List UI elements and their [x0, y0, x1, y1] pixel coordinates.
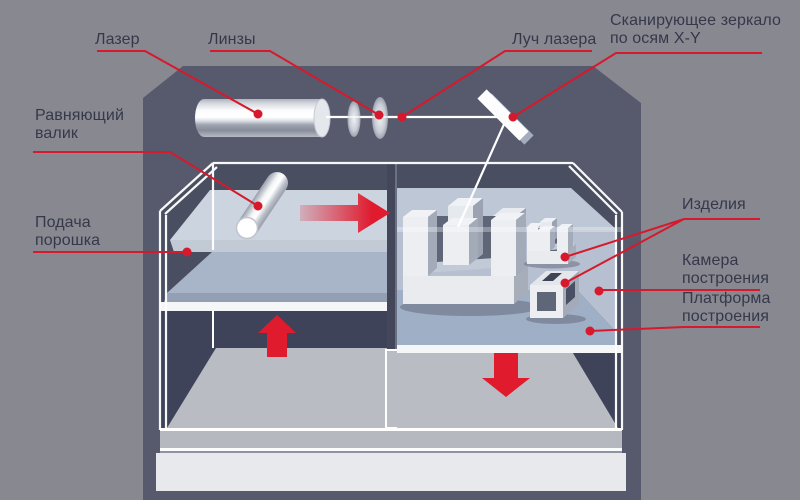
supply-floor — [167, 348, 387, 428]
lens-1 — [347, 101, 361, 137]
powder-bed-surface — [167, 252, 387, 293]
powder-bed-edge — [164, 293, 387, 302]
powder-top-surface — [170, 190, 387, 240]
powder-level-line — [397, 227, 622, 232]
scanning-mirror — [477, 89, 534, 145]
product-small — [524, 218, 580, 269]
label-mirror: Сканирующее зеркало по осям X-Y — [610, 12, 782, 47]
callout-dots — [182, 109, 604, 336]
supply-piston-plate — [160, 302, 387, 311]
supply-void — [160, 311, 387, 428]
supply-chamber — [160, 190, 387, 428]
label-lenses: Линзы — [208, 31, 256, 48]
label-build-chamber: Камера построения — [682, 252, 770, 287]
label-laser: Лазер — [95, 31, 140, 48]
product-large — [400, 198, 540, 316]
callout-lines — [33, 50, 762, 332]
label-beam: Луч лазера — [512, 31, 597, 48]
build-floor-shadow — [573, 353, 622, 428]
label-roller: Равняющий валик — [35, 107, 124, 142]
reflected-beam — [456, 121, 507, 228]
label-build-platform: Платформа построения — [682, 290, 771, 325]
divider-wall — [385, 164, 399, 429]
label-powder-feed: Подача порошка — [35, 214, 101, 249]
build-piston-plate — [397, 345, 622, 353]
base-pedestal — [156, 428, 626, 491]
powder-feed-arrow-icon — [300, 193, 390, 233]
label-products: Изделия — [682, 196, 746, 213]
laser-device — [195, 98, 331, 138]
piston-up-arrow-icon — [258, 315, 296, 357]
platform-down-arrow-icon — [482, 353, 530, 397]
powder-front-band — [170, 240, 387, 252]
